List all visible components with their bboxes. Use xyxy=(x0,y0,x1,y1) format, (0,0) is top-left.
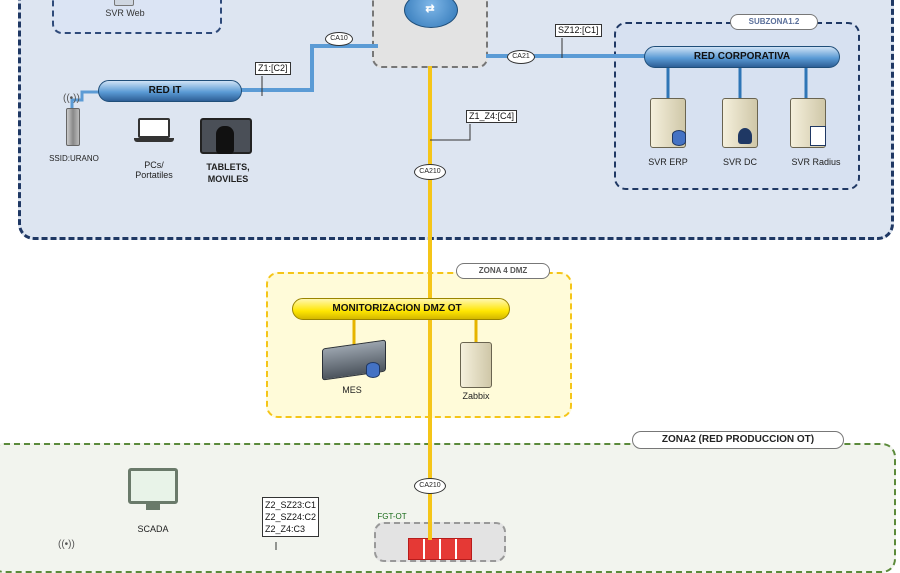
database-icon xyxy=(672,130,686,146)
conduit-z1-z4-c4: Z1_Z4:[C4] xyxy=(466,110,518,123)
zone4-tag: ZONA 4 DMZ xyxy=(456,263,550,279)
conduit-z2-item: Z2_Z4:C3 xyxy=(265,524,306,534)
connector-ca210-bottom: CA210 xyxy=(414,478,446,494)
svr-dc-label: SVR DC xyxy=(722,157,757,167)
subzone12-tag: SUBZONA1.2 xyxy=(730,14,818,30)
red-it-label: RED IT xyxy=(148,85,182,96)
wifi-icon: ((•)) xyxy=(63,93,80,104)
user-icon xyxy=(738,128,752,144)
mes-database-icon xyxy=(366,362,380,378)
scada-label: SCADA xyxy=(137,524,169,534)
router-arrows-icon: ⇄ xyxy=(425,3,435,15)
conduit-z2-list: Z2_SZ23:C1 Z2_SZ24:C2 Z2_Z4:C3 xyxy=(262,497,320,537)
monitorizacion-bus xyxy=(292,298,510,320)
wifi-icon-zone2: ((•)) xyxy=(58,539,75,550)
svr-web-subzone xyxy=(52,0,222,34)
scada-monitor-icon xyxy=(128,468,178,504)
fgt-ot-label: FGT-OT xyxy=(377,512,407,521)
it-link-red-it xyxy=(240,44,378,92)
connector-ca210-top: CA210 xyxy=(414,164,446,180)
pcs-label-1: PCs/ xyxy=(144,160,164,170)
tablets-label-2: MOVILES xyxy=(207,174,249,184)
monitorizacion-label: MONITORIZACION DMZ OT xyxy=(332,303,462,314)
conduit-sz12-c1: SZ12:[C1] xyxy=(555,24,602,37)
radius-badge-icon xyxy=(810,126,826,146)
conduit-leader-z1z4 xyxy=(430,124,471,141)
conduit-z1-c2: Z1:[C2] xyxy=(255,62,291,75)
tablets-label-1: TABLETS, xyxy=(206,162,250,172)
laptop-base xyxy=(134,138,174,142)
connector-ca10: CA10 xyxy=(325,32,353,46)
zabbix-server-icon xyxy=(460,342,492,388)
svr-radius-label: SVR Radius xyxy=(791,157,841,167)
pcs-label-2: Portatiles xyxy=(135,170,173,180)
conduit-z2-item: Z2_SZ24:C2 xyxy=(265,512,317,522)
access-point-icon xyxy=(66,108,80,146)
mes-label: MES xyxy=(342,385,362,395)
connector-ca21: CA21 xyxy=(507,50,535,64)
touch-hand-icon xyxy=(216,126,234,154)
svr-erp-label: SVR ERP xyxy=(648,157,688,167)
red-corporativa-bus xyxy=(644,46,840,68)
red-it-bus xyxy=(98,80,242,102)
svr-web-label: SVR Web xyxy=(105,8,145,18)
scada-stand xyxy=(146,504,160,510)
zone2-tag: ZONA2 (RED PRODUCCION OT) xyxy=(632,431,844,449)
zabbix-label: Zabbix xyxy=(462,391,490,401)
server-erp-icon xyxy=(650,98,686,148)
ssid-label: SSID:URANO xyxy=(49,154,99,163)
red-corporativa-label: RED CORPORATIVA xyxy=(693,51,791,62)
zone4-area xyxy=(266,272,572,418)
conduit-z2-item: Z2_SZ23:C1 xyxy=(265,500,317,510)
server-icon-partial xyxy=(114,0,134,6)
laptop-icon xyxy=(138,118,170,138)
router-area xyxy=(372,0,488,68)
